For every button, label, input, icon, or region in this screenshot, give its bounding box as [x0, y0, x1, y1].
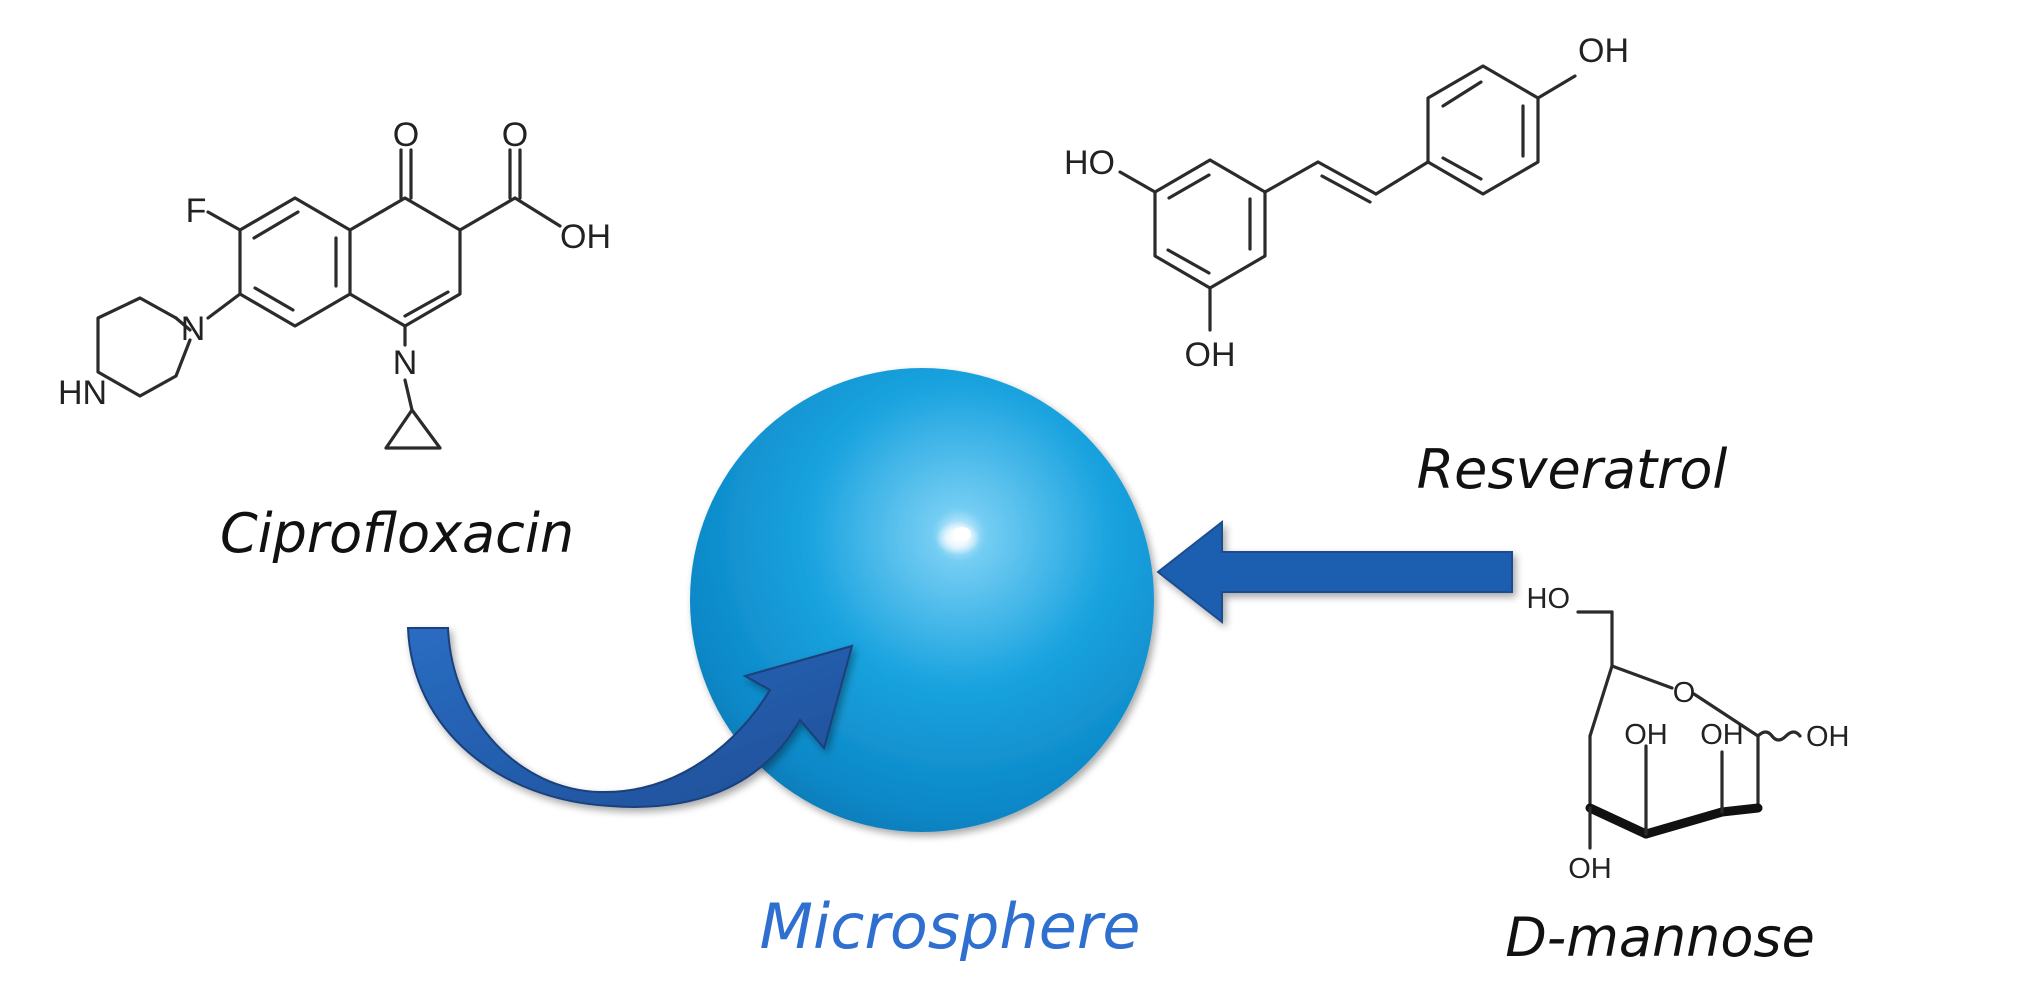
atom-amine: HN [58, 374, 107, 412]
atom-ring-oxygen: O [1673, 677, 1696, 709]
atom-oh-1: OH [1624, 719, 1668, 751]
atom-oh-bottom: OH [1185, 336, 1236, 374]
atom-oh-4: OH [1568, 853, 1612, 885]
atom-ho-left: HO [1064, 144, 1115, 182]
atom-fluorine: F [186, 192, 207, 230]
atom-nitrogen-ring: N [393, 344, 418, 382]
atom-oh-top: OH [1578, 32, 1629, 70]
resveratrol-structure [1118, 64, 1577, 332]
straight-arrow [1156, 519, 1513, 625]
atom-oxygen-ketone: O [393, 116, 419, 154]
atom-oxygen-acid: O [502, 116, 528, 154]
curved-arrow [406, 627, 854, 808]
ciprofloxacin-label: Ciprofloxacin [220, 502, 574, 565]
mannose-label: D-mannose [1505, 906, 1815, 969]
resveratrol-label: Resveratrol [1417, 438, 1728, 501]
atom-hydroxyl: OH [560, 218, 611, 256]
atom-oh-2: OH [1700, 719, 1744, 751]
atom-oh-3: OH [1806, 721, 1850, 753]
sphere-highlight-core [953, 527, 971, 541]
atom-nitrogen-piperazine: N [181, 310, 206, 348]
mannose-structure [1576, 610, 1802, 850]
atom-ho-mannose: HO [1527, 583, 1571, 615]
ciprofloxacin-structure [96, 148, 562, 450]
microsphere-label: Microsphere [760, 890, 1141, 963]
